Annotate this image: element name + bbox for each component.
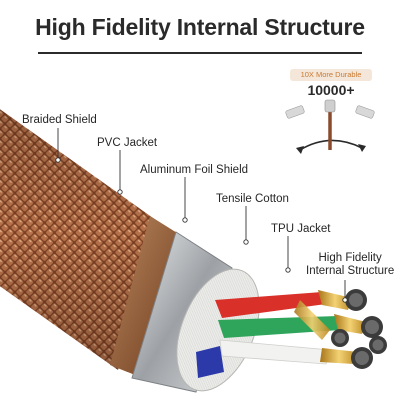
xlr-connector-icon bbox=[285, 99, 375, 150]
label-tensile-cotton: Tensile Cotton bbox=[216, 193, 289, 205]
durability-badge: 10X More Durable bbox=[290, 69, 372, 81]
tpu-jacket-wires bbox=[196, 292, 340, 378]
durability-count: 10000+ bbox=[307, 82, 355, 98]
label-tpu-jacket: TPU Jacket bbox=[271, 223, 331, 235]
gold-conductors bbox=[294, 290, 366, 364]
label-braided-shield: Braided Shield bbox=[22, 114, 97, 126]
label-pvc-jacket: PVC Jacket bbox=[97, 137, 158, 149]
pvc-jacket bbox=[110, 216, 182, 375]
label-internal-structure: High Fidelity Internal Structure bbox=[306, 252, 395, 277]
strand-bundles bbox=[331, 289, 387, 369]
leader-lines bbox=[55, 128, 348, 303]
page-title: High Fidelity Internal Structure bbox=[35, 14, 365, 40]
header: High Fidelity Internal Structure bbox=[0, 0, 400, 62]
durability-badge-text: 10X More Durable bbox=[300, 70, 362, 79]
label-aluminum-foil-shield: Aluminum Foil Shield bbox=[140, 164, 249, 176]
title-underline bbox=[38, 52, 362, 54]
